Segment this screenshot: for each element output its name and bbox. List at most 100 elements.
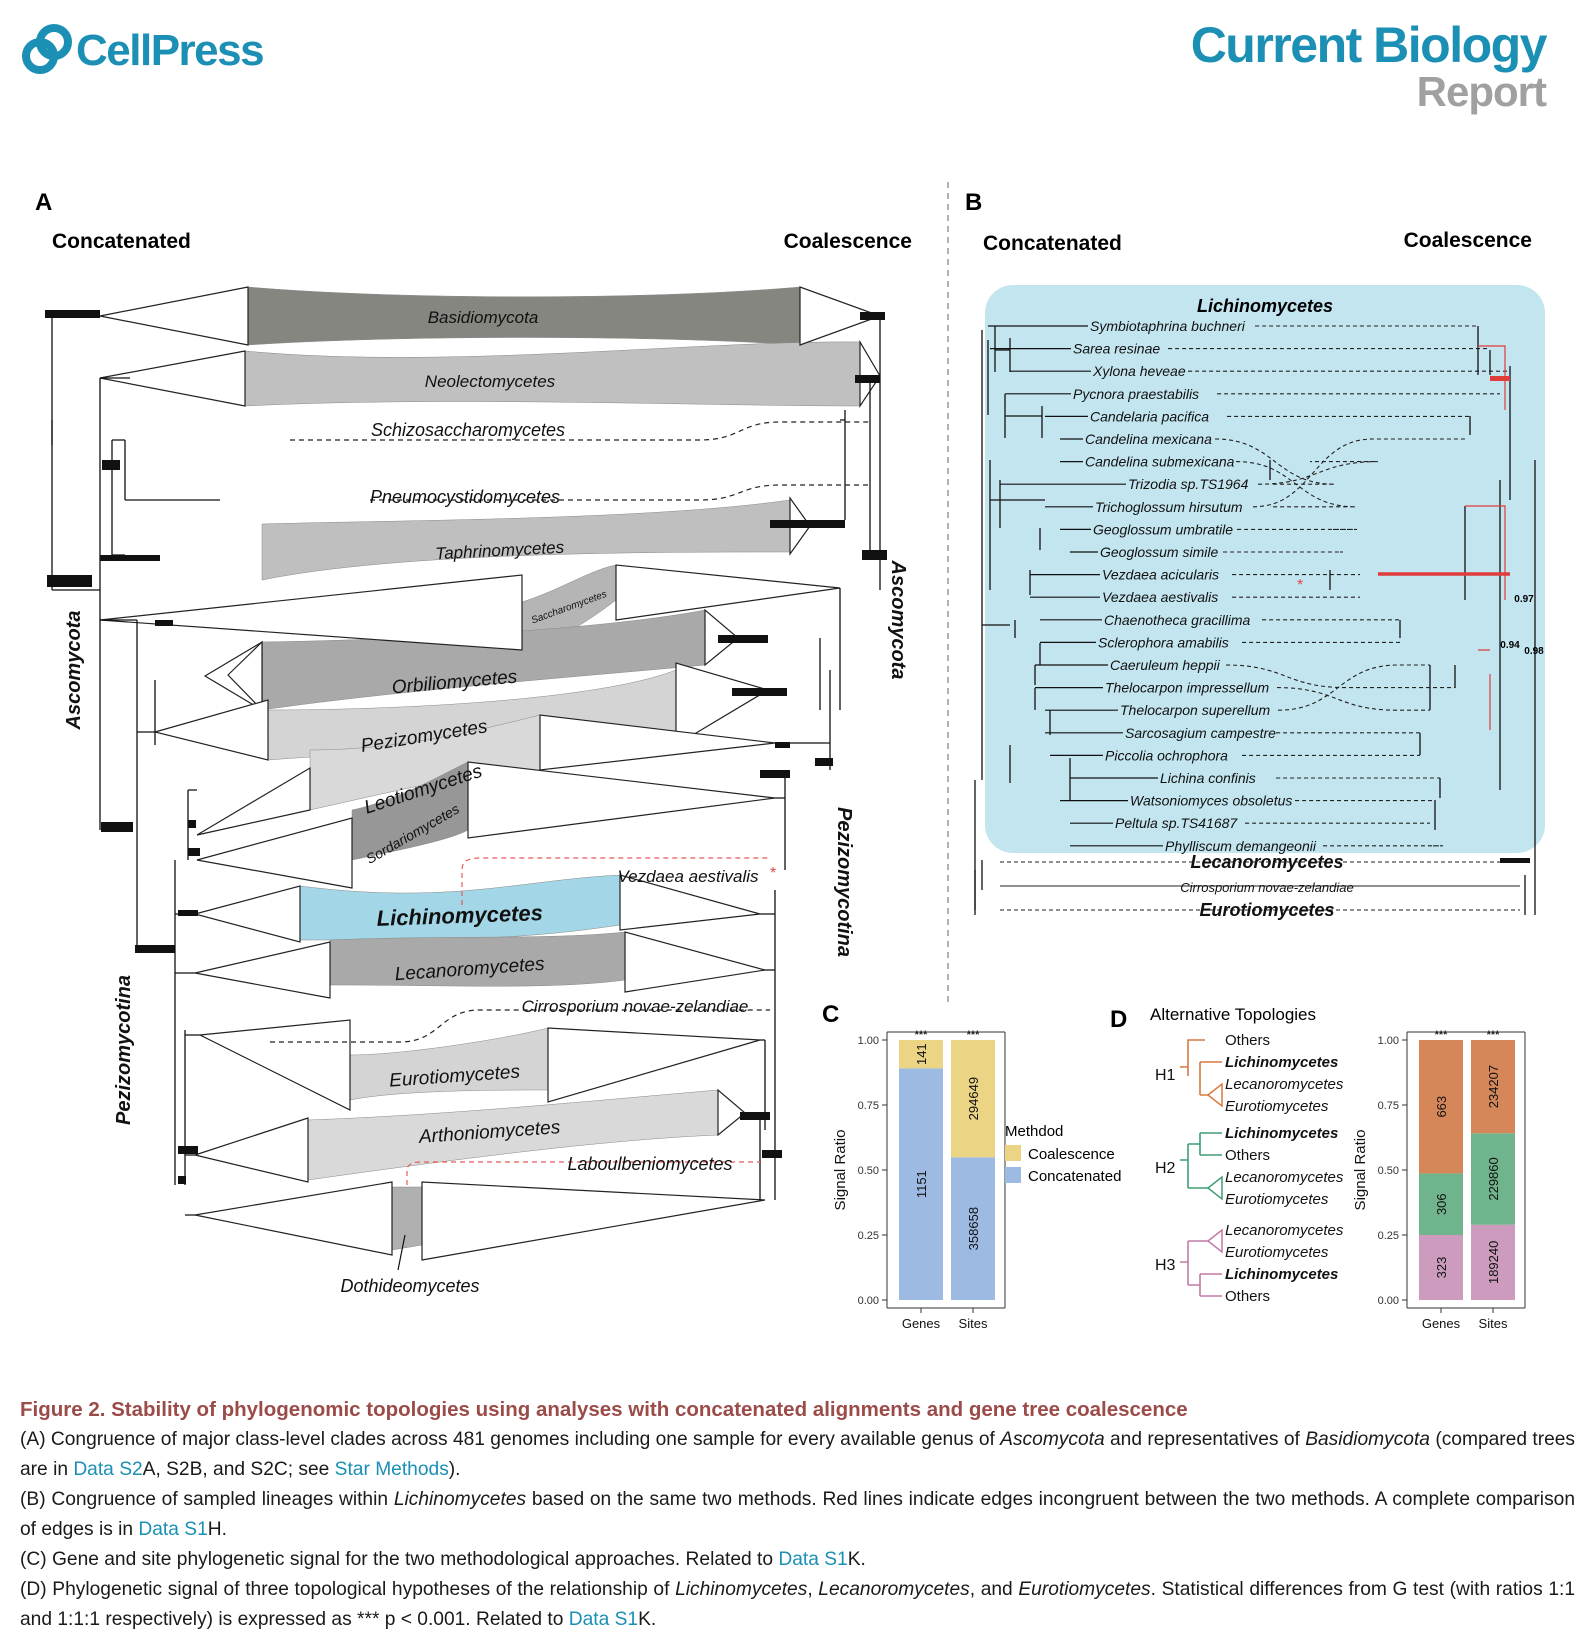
journal-title: Current Biology: [1190, 17, 1548, 73]
panel-a-right-title: Coalescence: [784, 230, 912, 253]
figure-caption: Figure 2. Stability of phylogenomic topo…: [20, 1395, 1575, 1635]
chartC-ytick-label-4: 1.00: [858, 1035, 879, 1047]
topology-h1-triangle: [1206, 1082, 1223, 1108]
panel-a: A Concatenated Coalescence: [35, 189, 912, 1296]
article-type: Report: [1416, 68, 1547, 115]
panel-b-left-title: Concatenated: [983, 232, 1122, 255]
clade-label-neolectomycetes: Neolectomycetes: [425, 372, 556, 391]
chartC-value-genes-0: 1151: [914, 1170, 929, 1198]
connector-caeruleum-heppii: [1225, 664, 1455, 689]
chartD-value-sites-2: 234207: [1486, 1065, 1501, 1108]
chartD-ytick-label-3: 0.75: [1378, 1100, 1399, 1112]
tree-b-right-clade-2: [1269, 416, 1471, 480]
collapsed-clade-triangles: [99, 286, 882, 1261]
link-data-s2[interactable]: Data S2: [73, 1459, 143, 1480]
caption-c: (C) Gene and site phylogenetic signal fo…: [20, 1549, 866, 1570]
tree-b-right-clade-0: [1477, 326, 1491, 375]
chartD-xlabel-sites: Sites: [1479, 1316, 1508, 1331]
topology-h2-branches: [1180, 1132, 1222, 1189]
right-tree-thick-stems: [718, 312, 887, 1158]
topology-h1-taxon-0: Others: [1225, 1032, 1270, 1049]
clade-label-schizosaccharomycetes: Schizosaccharomycetes: [371, 420, 565, 440]
support-value-097: 0.97: [1514, 594, 1534, 605]
topology-h3-taxon-3: Others: [1225, 1288, 1270, 1305]
chartC-ylabel: Signal Ratio: [832, 1130, 849, 1211]
connector-candelina-submexicana: [1235, 461, 1357, 508]
taxon-sclerophora-amabilis: Sclerophora amabilis: [1098, 634, 1229, 650]
taxon-lichina-confinis: Lichina confinis: [1160, 770, 1256, 786]
taxon-peltula-sp-ts41687: Peltula sp.TS41687: [1115, 815, 1238, 831]
panel-b-trees: [974, 325, 1536, 915]
chartD-bar-genes-2: [1419, 1040, 1463, 1174]
taxon-trichoglossum-hirsutum: Trichoglossum hirsutum: [1095, 499, 1243, 515]
link-star-methods[interactable]: Star Methods: [334, 1459, 449, 1480]
chartD-ytick-label-4: 1.00: [1378, 1035, 1399, 1047]
panel-a-dashed-connectors: [270, 421, 870, 1043]
clade-label-basidiomycota: Basidiomycota: [428, 308, 539, 327]
panel-d-label: D: [1110, 1006, 1127, 1033]
taxon-sarcosagium-campestre: Sarcosagium campestre: [1125, 725, 1276, 741]
panel-d: D Alternative Topologies OthersLichinomy…: [1110, 1005, 1526, 1331]
chartD-bar-sites-1: [1471, 1133, 1515, 1225]
legend-c-concatenated: Concatenated: [1028, 1168, 1121, 1185]
legend-c-swatch-coalescence: [1005, 1145, 1021, 1161]
topology-h3-taxon-1: Eurotiomycetes: [1225, 1244, 1329, 1261]
chartC-sig-sites: ***: [967, 1029, 981, 1041]
taxon-geoglossum-simile: Geoglossum simile: [1100, 544, 1218, 560]
panel-d-title: Alternative Topologies: [1150, 1005, 1316, 1024]
outgroup-lecanoromycetes: Lecanoromycetes: [1190, 852, 1343, 872]
taxon-xylona-heveae: Xylona heveae: [1092, 363, 1186, 379]
outgroup-eurotiomycetes: Eurotiomycetes: [1199, 900, 1334, 920]
tree-b-left-clade-4: [1029, 528, 1041, 595]
panel-b-right-title: Coalescence: [1404, 229, 1532, 252]
topology-h3-taxon-2: Lichinomycetes: [1225, 1266, 1338, 1283]
legend-c-title: Methdod: [1005, 1123, 1063, 1140]
chartC-bar-sites-1: [951, 1040, 995, 1158]
incongruent-edge-3: [1478, 649, 1491, 730]
chartC-xlabel-genes: Genes: [902, 1316, 941, 1331]
publisher-name: CellPress: [76, 26, 265, 75]
connector-thelocarpon-superellum: [1277, 664, 1430, 711]
chartD-value-genes-2: 663: [1434, 1096, 1449, 1118]
incongruent-edge-0: [1478, 345, 1506, 410]
group-label-pezizomycotina-right: Pezizomycotina: [833, 807, 855, 957]
taxon-trizodia-sp-ts1964: Trizodia sp.TS1964: [1128, 476, 1249, 492]
link-data-s1k-c[interactable]: Data S1: [778, 1549, 848, 1570]
right-tree-branches: [745, 316, 881, 1200]
legend-c-coalescence: Coalescence: [1028, 1146, 1115, 1163]
chartC-ytick-label-1: 0.25: [858, 1230, 879, 1242]
clade-label-laboulbeniomycetes: Laboulbeniomycetes: [567, 1154, 732, 1174]
chartD-ytick-label-0: 0.00: [1378, 1295, 1399, 1307]
incongruent-thick-edge: [1490, 376, 1510, 381]
outgroup-cirrosporium-novae-zelandiae: Cirrosporium novae-zelandiae: [1180, 880, 1353, 895]
topology-h2-taxon-3: Eurotiomycetes: [1225, 1191, 1329, 1208]
topology-h2-taxon-0: Lichinomycetes: [1225, 1125, 1338, 1142]
support-value-098: 0.98: [1524, 646, 1544, 657]
tree-b-right-clade-5: [1419, 733, 1441, 830]
taxon-thelocarpon-superellum: Thelocarpon superellum: [1120, 702, 1271, 718]
taxon-candelina-submexicana: Candelina submexicana: [1085, 454, 1235, 470]
topology-h2-taxon-2: Lecanoromycetes: [1225, 1169, 1344, 1186]
link-data-s1h[interactable]: Data S1: [138, 1519, 208, 1540]
chartD-bar-genes-1: [1419, 1173, 1463, 1235]
chartD-value-sites-0: 189240: [1486, 1241, 1501, 1284]
chartD-ylabel: Signal Ratio: [1352, 1130, 1369, 1211]
chartD-bar-sites-2: [1471, 1040, 1515, 1134]
lichinomycetes-box: [985, 285, 1545, 853]
group-label-pezizomycotina-left: Pezizomycotina: [113, 975, 135, 1125]
chartC-value-sites-0: 358658: [966, 1207, 981, 1250]
chartC-sig-genes: ***: [915, 1029, 929, 1041]
taxon-watsoniomyces-obsoletus: Watsoniomyces obsoletus: [1130, 793, 1292, 809]
taxon-candelaria-pacifica: Candelaria pacifica: [1090, 408, 1209, 424]
caption-a: (A) Congruence of major class-level clad…: [20, 1429, 1576, 1480]
taxon-vezdaea-aestivalis: Vezdaea aestivalis: [1102, 589, 1218, 605]
group-label-ascomycota-right: Ascomycota: [887, 560, 909, 680]
cellpress-logo-icon: [22, 24, 72, 74]
link-data-s1k-d[interactable]: Data S1: [568, 1609, 639, 1630]
chartC-value-sites-1: 294649: [966, 1077, 981, 1120]
cellpress-logo: CellPress: [20, 22, 440, 82]
topology-h1-taxon-2: Lecanoromycetes: [1225, 1076, 1344, 1093]
taxon-caeruleum-heppii: Caeruleum heppii: [1110, 657, 1221, 673]
